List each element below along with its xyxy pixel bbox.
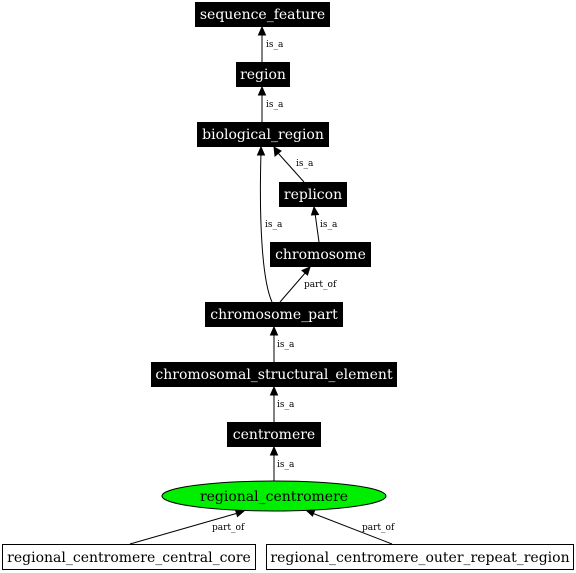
node-centromere[interactable]: centromere (227, 422, 321, 447)
edge-label: part_of (212, 523, 245, 533)
node-regional-centromere-outer-repeat-region[interactable]: regional_centromere_outer_repeat_region (266, 544, 574, 570)
edge-chromosome-part-part-of-chromosome: part_of (279, 266, 337, 303)
svg-text:replicon: replicon (284, 187, 342, 203)
node-regional-centromere-central-core[interactable]: regional_centromere_central_core (2, 544, 256, 570)
edge-central-core-part-of-regional-centromere: part_of (129, 509, 246, 545)
node-chromosome[interactable]: chromosome (270, 242, 371, 267)
node-region[interactable]: region (236, 62, 290, 87)
edge-label: is_a (277, 400, 295, 410)
edge-label: is_a (277, 340, 295, 350)
edge-label: is_a (320, 220, 338, 230)
edge-chromosomal-structural-element-is-a-chromosome-part: is_a (269, 325, 295, 362)
edge-centromere-is-a-chromosomal-structural-element: is_a (269, 385, 295, 422)
svg-text:region: region (240, 67, 286, 83)
svg-text:regional_centromere_outer_repe: regional_centromere_outer_repeat_region (270, 550, 569, 566)
edge-biological-region-is-a-region: is_a (257, 85, 284, 122)
svg-text:regional_centromere_central_co: regional_centromere_central_core (7, 550, 251, 566)
node-chromosomal-structural-element[interactable]: chromosomal_structural_element (151, 362, 397, 387)
node-chromosome-part[interactable]: chromosome_part (205, 302, 343, 327)
edge-outer-repeat-region-part-of-regional-centromere: part_of (304, 508, 395, 545)
edge-label: part_of (362, 523, 395, 533)
edge-label: is_a (266, 100, 284, 110)
edge-label: is_a (266, 40, 284, 50)
edge-chromosome-part-is-a-biological-region: is_a (256, 145, 283, 303)
svg-text:centromere: centromere (233, 427, 315, 443)
svg-text:sequence_feature: sequence_feature (200, 7, 325, 23)
edge-label: part_of (304, 280, 337, 290)
svg-text:biological_region: biological_region (202, 127, 324, 143)
svg-text:regional_centromere: regional_centromere (200, 489, 348, 505)
edge-replicon-is-a-biological-region: is_a (273, 146, 314, 183)
node-regional-centromere[interactable]: regional_centromere (161, 480, 387, 512)
edge-label: is_a (296, 159, 314, 169)
node-biological-region[interactable]: biological_region (197, 122, 329, 147)
edge-label: is_a (277, 460, 295, 470)
edge-label: is_a (265, 220, 283, 230)
node-sequence-feature[interactable]: sequence_feature (195, 2, 330, 27)
edge-regional-centromere-is-a-centromere: is_a (269, 445, 295, 481)
node-replicon[interactable]: replicon (279, 182, 347, 207)
edge-chromosome-is-a-replicon: is_a (310, 205, 338, 243)
edge-region-is-a-sequence-feature: is_a (257, 25, 284, 62)
svg-text:chromosome_part: chromosome_part (210, 307, 338, 323)
svg-text:chromosome: chromosome (275, 247, 366, 263)
svg-text:chromosomal_structural_element: chromosomal_structural_element (155, 367, 393, 383)
